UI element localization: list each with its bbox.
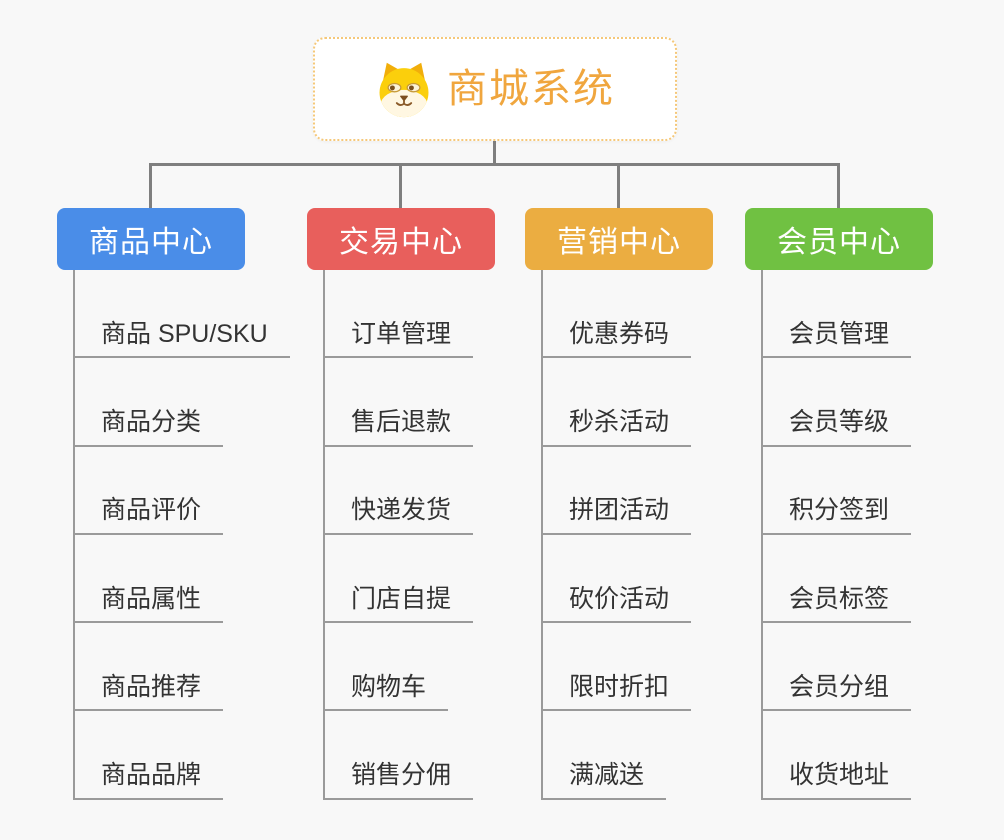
subtopic-label: 商品品牌 [101,761,202,790]
subtopic-label: 商品属性 [101,584,202,613]
subtopic-item[interactable]: 拼团活动 [543,447,692,535]
connector-bus [149,163,840,166]
subtopic-item[interactable]: 会员标签 [763,535,912,624]
subtopic-item[interactable]: 商品评价 [75,447,224,535]
connector-drop-member [837,163,840,209]
branch-header-trade[interactable]: 交易中心 [307,208,495,270]
subtopic-item[interactable]: 积分签到 [763,447,912,535]
shiba-dog-icon [379,62,429,118]
subtopic-label: 销售分佣 [351,761,452,790]
subtopic-label: 门店自提 [351,584,452,613]
subtopic-item[interactable]: 限时折扣 [543,623,692,712]
subtopic-label: 商品评价 [101,496,202,525]
subtopic-item[interactable]: 满减送 [543,711,667,800]
connector-root-drop [493,140,496,166]
connector-drop-trade [399,163,402,209]
subtopic-label: 拼团活动 [569,496,670,525]
branch-header-member[interactable]: 会员中心 [745,208,933,270]
subtopic-label: 商品 SPU/SKU [101,319,268,348]
subtopic-item[interactable]: 会员分组 [763,623,912,712]
branch-items-marketing: 优惠券码 秒杀活动 拼团活动 砍价活动 限时折扣 满减送 [541,270,692,800]
subtopic-label: 秒杀活动 [569,408,670,437]
subtopic-item[interactable]: 售后退款 [325,358,474,447]
branch-items-product: 商品 SPU/SKU 商品分类 商品评价 商品属性 商品推荐 商品品牌 [73,270,290,800]
subtopic-item[interactable]: 商品 SPU/SKU [75,270,290,359]
subtopic-item[interactable]: 商品分类 [75,358,224,447]
branch-header-product[interactable]: 商品中心 [57,208,245,270]
subtopic-label: 满减送 [569,761,645,790]
subtopic-label: 砍价活动 [569,584,670,613]
subtopic-label: 收货地址 [789,761,890,790]
subtopic-item[interactable]: 订单管理 [325,270,474,359]
subtopic-label: 会员等级 [789,408,890,437]
subtopic-item[interactable]: 商品品牌 [75,711,224,800]
subtopic-item[interactable]: 购物车 [325,623,449,712]
subtopic-label: 限时折扣 [569,672,670,701]
subtopic-item[interactable]: 收货地址 [763,711,912,800]
subtopic-label: 会员管理 [789,319,890,348]
subtopic-label: 快递发货 [351,496,452,525]
subtopic-label: 购物车 [351,672,427,701]
subtopic-label: 优惠券码 [569,319,670,348]
subtopic-item[interactable]: 门店自提 [325,535,474,624]
subtopic-item[interactable]: 会员管理 [763,270,912,359]
subtopic-item[interactable]: 秒杀活动 [543,358,692,447]
root-topic-label: 商城系统 [447,67,615,111]
branch-items-member: 会员管理 会员等级 积分签到 会员标签 会员分组 收货地址 [761,270,912,800]
connector-drop-product [149,163,152,209]
subtopic-item[interactable]: 会员等级 [763,358,912,447]
connector-drop-marketing [617,163,620,209]
branch-items-trade: 订单管理 售后退款 快递发货 门店自提 购物车 销售分佣 [323,270,474,800]
subtopic-label: 商品分类 [101,408,202,437]
subtopic-item[interactable]: 销售分佣 [325,711,474,800]
subtopic-label: 订单管理 [351,319,452,348]
root-topic[interactable]: 商城系统 [313,37,677,141]
subtopic-item[interactable]: 商品推荐 [75,623,224,712]
subtopic-label: 积分签到 [789,496,890,525]
subtopic-item[interactable]: 商品属性 [75,535,224,624]
subtopic-label: 会员分组 [789,672,890,701]
subtopic-item[interactable]: 优惠券码 [543,270,692,359]
subtopic-label: 售后退款 [351,408,452,437]
subtopic-item[interactable]: 砍价活动 [543,535,692,624]
subtopic-label: 会员标签 [789,584,890,613]
branch-header-marketing[interactable]: 营销中心 [525,208,713,270]
subtopic-label: 商品推荐 [101,672,202,701]
subtopic-item[interactable]: 快递发货 [325,447,474,535]
